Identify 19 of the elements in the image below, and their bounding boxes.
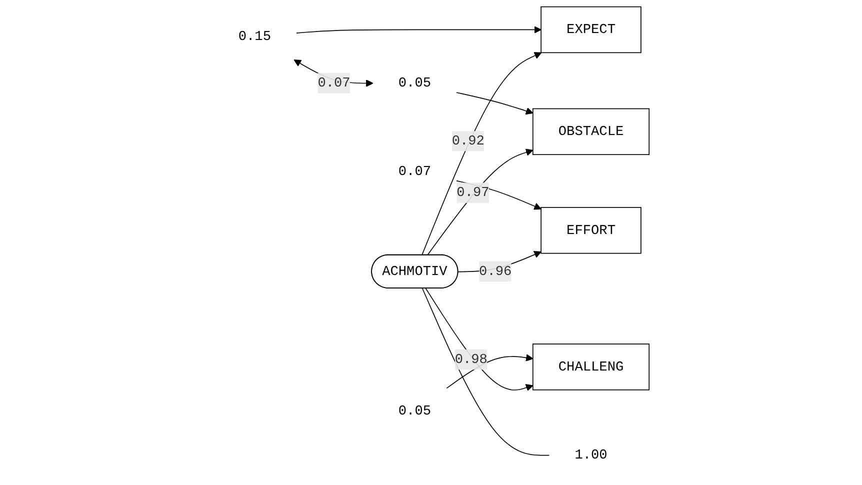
node-text: 0.05: [398, 403, 431, 419]
edge-label: 0.96: [479, 264, 512, 280]
arrow: [456, 92, 534, 115]
connector: [422, 288, 550, 456]
node-box: EFFORT: [540, 207, 642, 254]
node-text: 0.07: [398, 164, 431, 180]
edge-label: 0.98: [454, 352, 488, 368]
node-text: 1.00: [574, 448, 608, 463]
node-box: EXPECT: [540, 6, 642, 54]
arrow: [426, 148, 534, 256]
node-text: 0.15: [238, 29, 271, 44]
node-box: OBSTACLE: [532, 108, 650, 156]
arrow: [296, 26, 542, 34]
node-text: 0.05: [398, 76, 431, 91]
edge-label: 0.07: [318, 76, 350, 91]
edge-label: 0.97: [456, 185, 490, 200]
arrow: [421, 52, 542, 256]
node-box: CHALLENG: [532, 344, 650, 390]
edge-label: 0.92: [452, 133, 484, 149]
